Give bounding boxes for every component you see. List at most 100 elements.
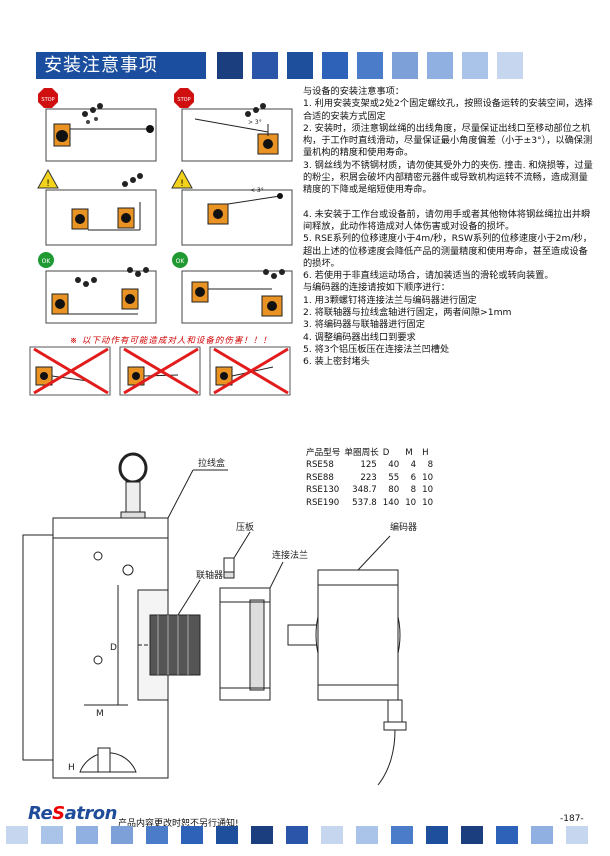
warning-text: ※ 以下动作有可能造成对人和设备的伤害！！！ [70, 336, 272, 346]
footer-square [146, 826, 168, 844]
label-encoder: 编码器 [390, 521, 417, 533]
svg-text:!: ! [46, 179, 50, 189]
footer-square [41, 826, 63, 844]
spec-header-cell: 产品型号 [306, 448, 341, 458]
dim-h: H [68, 763, 75, 773]
spec-cell: 40 [388, 460, 400, 471]
spec-cell: 10 [405, 497, 417, 508]
stop-label: STOP [41, 97, 54, 103]
install-note-2: 2. 安装时，须注意钢丝绳的出线角度，尽量保证出线口至移动部位之机构，于工作时直… [303, 122, 593, 159]
spec-cell: 537.8 [352, 497, 377, 508]
header-square [497, 52, 523, 79]
spec-cell: 10 [422, 472, 434, 483]
header-square [357, 52, 383, 79]
spec-cell: RSE130 [306, 485, 340, 496]
forbidden-actions [29, 346, 291, 396]
spec-cell: 80 [388, 485, 400, 496]
spec-cell: 140 [382, 497, 400, 508]
page-number: -187- [560, 814, 584, 824]
ok-label-2: OK [176, 258, 186, 265]
footer-square [216, 826, 238, 844]
header-square [322, 52, 348, 79]
brand-part-b: atron [64, 803, 118, 824]
encoder-step-1: 1. 用3颗螺钉将连接法兰与编码器进行固定 [303, 294, 477, 306]
spec-header-cell: M [405, 448, 413, 458]
spec-cell: RSE190 [306, 497, 340, 508]
table-row: RSE58 125 40 4 8 [306, 459, 439, 471]
forbidden-action-2 [119, 346, 201, 396]
label-flange: 连接法兰 [272, 549, 308, 561]
header-square [287, 52, 313, 79]
stop-label-2: STOP [177, 97, 190, 103]
label-coupling: 联轴器 [196, 569, 223, 581]
spec-cell: RSE88 [306, 472, 334, 483]
header-square [252, 52, 278, 79]
encoder-step-3: 3. 将编码器与联轴器进行固定 [303, 319, 425, 331]
footer-square [251, 826, 273, 844]
encoder-step-6: 6. 装上密封堵头 [303, 356, 370, 368]
table-row: RSE88 223 55 6 10 [306, 472, 439, 484]
brand-logo: ReSatron [28, 803, 117, 824]
spec-header-cell: 单圈周长 [344, 448, 379, 458]
forbidden-action-3 [209, 346, 291, 396]
footer-square [76, 826, 98, 844]
angle-label-warn: < 3° [250, 187, 264, 194]
table-row: RSE190 537.8 140 10 10 [306, 497, 439, 509]
stop-figure-1: STOP [38, 88, 157, 162]
install-notes-heading: 与设备的安装注意事项： [303, 86, 405, 97]
assembly-drawing: D M H 拉线盒 联轴器 压板 连接法兰 编码器 [22, 452, 417, 786]
ok-figure-1: OK [38, 252, 157, 324]
forbidden-action-1 [29, 346, 111, 396]
dim-m: M [96, 709, 104, 719]
install-note-5: 5. RSE系列的位移速度小于4m/秒，RSW系列的位移速度小于2m/秒，超出上… [303, 233, 592, 269]
footer-square [286, 826, 308, 844]
footer-square [391, 826, 413, 844]
footer-square [461, 826, 483, 844]
svg-text:!: ! [180, 179, 184, 189]
spec-cell: 8 [427, 460, 434, 471]
spec-cell: 223 [360, 472, 377, 483]
dim-d: D [110, 643, 117, 653]
header-square [217, 52, 243, 79]
label-box: 拉线盒 [198, 457, 225, 469]
spec-header-cell: D [382, 448, 390, 458]
encoder-notes-heading: 与编码器的连接请按如下顺序进行： [303, 282, 450, 294]
spec-cell: 10 [422, 497, 434, 508]
warning-figure-2: ! < 3° [171, 168, 293, 246]
install-note-4: 4. 未安装于工作台或设备前，请勿用手或者其他物体将钢丝绳拉出并瞬间释放，此动作… [303, 208, 591, 232]
footer-square [356, 826, 378, 844]
encoder-step-2: 2. 将联轴器与拉线盒轴进行固定，两者间隙>1mm [303, 307, 512, 319]
spec-cell: 8 [410, 485, 417, 496]
spec-cell: 6 [410, 472, 417, 483]
label-plate: 压板 [236, 521, 254, 533]
header-square [462, 52, 488, 79]
encoder-step-5: 5. 将3个铝压板压在连接法兰凹槽处 [303, 343, 450, 355]
warning-figure-1: ! [37, 168, 157, 246]
footer-square [181, 826, 203, 844]
install-note-1: 1. 利用安装支架或2处2个固定螺纹孔，按照设备运转的安装空间，选择合适的安装方… [303, 98, 593, 122]
header-square [392, 52, 418, 79]
install-note-6: 6. 若使用于非直线运动场合，请加装适当的滑轮或转向装置。 [303, 270, 554, 282]
spec-table: 产品型号 单圈周长 D M H RSE58 125 40 4 8 RSE88 2… [306, 447, 439, 509]
brand-part-s: S [52, 803, 65, 824]
spec-cell: 348.7 [352, 485, 377, 496]
footer-square [426, 826, 448, 844]
angle-label: > 3° [248, 119, 262, 126]
encoder-step-4: 4. 调整编码器出线口到要求 [303, 331, 416, 343]
footer-square [6, 826, 28, 844]
footer-square [321, 826, 343, 844]
spec-cell: 125 [360, 460, 377, 471]
stop-figure-2: STOP > 3° [174, 88, 293, 162]
spec-cell: RSE58 [306, 460, 334, 471]
footer-square [566, 826, 588, 844]
footer-square [496, 826, 518, 844]
page-title: 安装注意事项 [36, 52, 206, 79]
ok-label: OK [42, 258, 52, 265]
brand-part-a: Re [28, 803, 53, 824]
installation-illustrations: STOP STOP > 3° ! ! [37, 88, 293, 324]
install-notes: 与设备的安装注意事项： 1. 利用安装支架或2处2个固定螺纹孔，按照设备运转的安… [303, 86, 593, 369]
spec-cell: 10 [422, 485, 434, 496]
spec-header-cell: H [422, 448, 429, 458]
header-square [427, 52, 453, 79]
spec-cell: 4 [410, 460, 417, 471]
